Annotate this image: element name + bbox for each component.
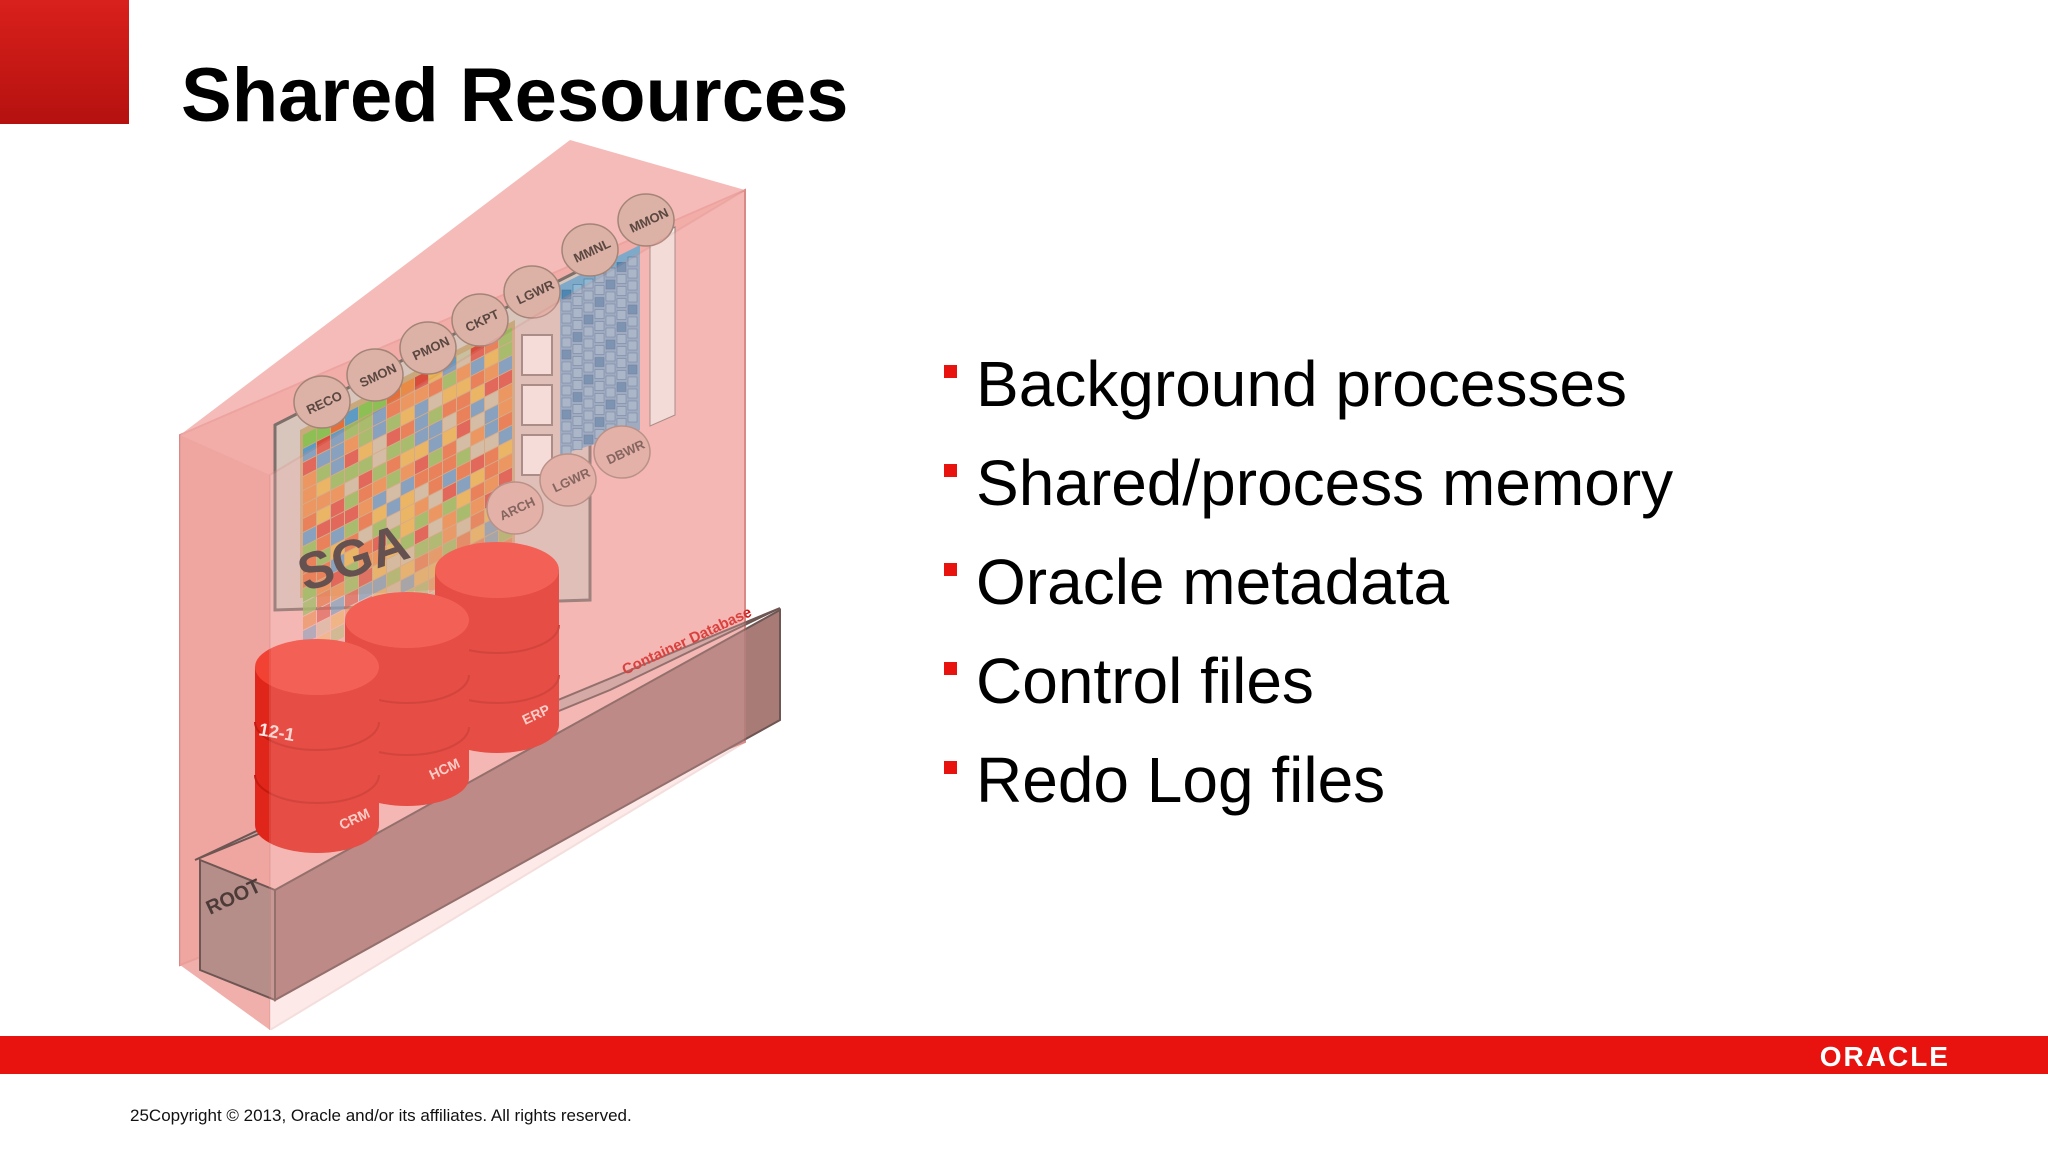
- buffer-cache-grid: [561, 256, 638, 456]
- background-processes-bottom: ARCH LGWR DBWR: [486, 425, 651, 535]
- cdb-diagram: SGA RECO SMON PMON CKPT LGWR MMNL: [179, 140, 781, 1030]
- process-smon: SMON: [346, 348, 404, 402]
- footer-bar: [0, 1036, 2048, 1074]
- bullet-item: Background processes: [940, 335, 1673, 434]
- background-processes-top: RECO SMON PMON CKPT LGWR MMNL MMON: [293, 193, 675, 429]
- bullet-marker: [944, 563, 957, 576]
- bullet-marker: [944, 365, 957, 378]
- pdb-cylinders: ERP HCM 12-1 CRM: [254, 542, 560, 853]
- process-pmon: PMON: [399, 321, 457, 375]
- bullet-marker: [944, 464, 957, 477]
- process-ckpt: CKPT: [451, 293, 509, 347]
- bullet-item: Redo Log files: [940, 731, 1673, 830]
- process-arch: ARCH: [486, 481, 544, 535]
- pdb-crm: 12-1 CRM: [254, 639, 380, 853]
- oracle-logo: ORACLE: [1819, 1041, 1950, 1072]
- slide-title: Shared Resources: [181, 53, 849, 138]
- copyright-line: 25Copyright © 2013, Oracle and/or its af…: [130, 1106, 632, 1126]
- corner-accent: [0, 0, 129, 124]
- bullet-item: Oracle metadata: [940, 533, 1673, 632]
- process-reco: RECO: [293, 375, 351, 429]
- process-mmon: MMON: [617, 193, 675, 247]
- slide-number: 25: [130, 1106, 149, 1125]
- copyright-text: Copyright © 2013, Oracle and/or its affi…: [148, 1106, 632, 1125]
- bullet-item: Control files: [940, 632, 1673, 731]
- bullet-marker: [944, 662, 957, 675]
- bullet-list: Background processes Shared/process memo…: [940, 335, 1673, 830]
- bullet-marker: [944, 761, 957, 774]
- process-lgwr: LGWR: [503, 265, 561, 319]
- cdb-front-glass: [269, 188, 746, 1030]
- process-dbwr: DBWR: [593, 425, 651, 479]
- process-lgwr-2: LGWR: [539, 453, 597, 507]
- process-mmnl: MMNL: [561, 223, 619, 277]
- bullet-item: Shared/process memory: [940, 434, 1673, 533]
